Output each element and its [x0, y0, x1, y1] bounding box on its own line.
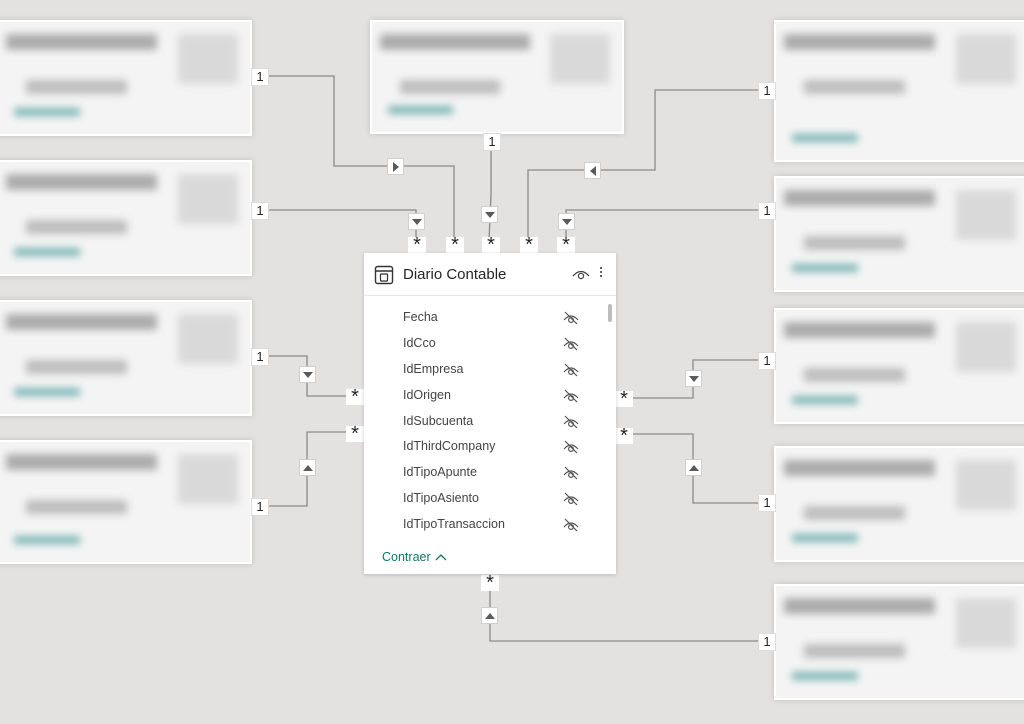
cardinality-one: 1 [758, 494, 776, 512]
eye-slash-icon[interactable] [562, 414, 580, 429]
background-table-card[interactable] [774, 176, 1024, 292]
field-row[interactable]: IdCco [364, 331, 616, 357]
filter-direction-down-icon[interactable] [685, 370, 702, 387]
field-row[interactable]: IdTipoApunte [364, 460, 616, 486]
eye-slash-icon[interactable] [562, 439, 580, 454]
field-row[interactable]: IdOrigen [364, 383, 616, 409]
cardinality-many: * [446, 235, 464, 255]
field-row[interactable]: IdSubcuenta [364, 409, 616, 435]
relationship-line [527, 89, 760, 240]
field-row[interactable]: IdTipoAsiento [364, 486, 616, 512]
background-table-card[interactable] [774, 20, 1024, 162]
relationship-line [489, 590, 760, 642]
cardinality-many: * [557, 235, 575, 255]
field-name: Fecha [403, 310, 438, 324]
eye-slash-icon[interactable] [562, 465, 580, 480]
field-name: IdOrigen [403, 387, 451, 402]
filter-direction-up-icon[interactable] [685, 459, 702, 476]
background-table-card[interactable] [774, 308, 1024, 424]
field-name: IdTipoTransaccion [403, 517, 505, 532]
cardinality-one: 1 [758, 82, 776, 100]
table-title: Diario Contable [403, 266, 507, 283]
field-row[interactable]: Fecha [364, 305, 616, 331]
cardinality-one: 1 [251, 348, 269, 366]
eye-slash-icon[interactable] [562, 517, 580, 532]
field-name: IdTipoApunte [403, 465, 477, 480]
field-name: IdEmpresa [403, 361, 464, 376]
cardinality-one: 1 [483, 133, 501, 151]
filter-direction-up-icon[interactable] [481, 607, 498, 624]
cardinality-many: * [615, 426, 633, 446]
field-row[interactable]: IdTipoTransaccion [364, 512, 616, 538]
field-name: IdSubcuenta [403, 413, 474, 428]
field-row[interactable]: IdThirdCompany [364, 434, 616, 460]
background-table-card[interactable] [0, 20, 252, 136]
cardinality-one: 1 [251, 202, 269, 220]
cardinality-many: * [408, 235, 426, 255]
field-row[interactable]: IdEmpresa [364, 357, 616, 383]
chevron-up-icon [435, 554, 447, 561]
background-table-card[interactable] [0, 300, 252, 416]
eye-icon[interactable] [572, 267, 590, 281]
field-name: IdCco [403, 335, 436, 350]
filter-direction-down-icon[interactable] [299, 366, 316, 383]
background-table-card[interactable] [774, 446, 1024, 562]
cardinality-one: 1 [251, 68, 269, 86]
cardinality-many: * [346, 387, 364, 407]
cardinality-many: * [482, 235, 500, 255]
cardinality-one: 1 [758, 633, 776, 651]
table-card-header[interactable]: Diario Contable [364, 253, 616, 296]
cardinality-one: 1 [758, 202, 776, 220]
eye-slash-icon[interactable] [562, 310, 580, 325]
collapse-button[interactable]: Contraer [382, 550, 447, 564]
scrollbar[interactable] [608, 304, 612, 322]
collapse-label: Contraer [382, 550, 431, 564]
background-table-card[interactable] [774, 584, 1024, 700]
relationship-line [488, 148, 492, 241]
relationship-line [266, 209, 417, 240]
cardinality-many: * [615, 389, 633, 409]
cardinality-one: 1 [758, 352, 776, 370]
eye-slash-icon[interactable] [562, 491, 580, 506]
eye-slash-icon[interactable] [562, 336, 580, 351]
eye-slash-icon[interactable] [562, 388, 580, 403]
eye-slash-icon[interactable] [562, 362, 580, 377]
filter-direction-down-icon[interactable] [558, 213, 575, 230]
filter-direction-left-icon[interactable] [584, 162, 601, 179]
background-table-card[interactable] [0, 160, 252, 276]
cardinality-many: * [520, 235, 538, 255]
field-name: IdTipoAsiento [403, 491, 479, 506]
table-icon [374, 265, 394, 285]
relationship-line [266, 75, 455, 240]
filter-direction-down-icon[interactable] [408, 213, 425, 230]
cardinality-many: * [481, 573, 499, 593]
cardinality-one: 1 [251, 498, 269, 516]
background-table-card[interactable] [0, 440, 252, 564]
filter-direction-down-icon[interactable] [481, 206, 498, 223]
background-table-card[interactable] [370, 20, 624, 134]
more-options-icon[interactable] [598, 265, 604, 283]
filter-direction-right-icon[interactable] [387, 158, 404, 175]
filter-direction-up-icon[interactable] [299, 459, 316, 476]
relationship-line [565, 209, 760, 240]
field-name: IdThirdCompany [403, 439, 496, 454]
cardinality-many: * [346, 424, 364, 444]
